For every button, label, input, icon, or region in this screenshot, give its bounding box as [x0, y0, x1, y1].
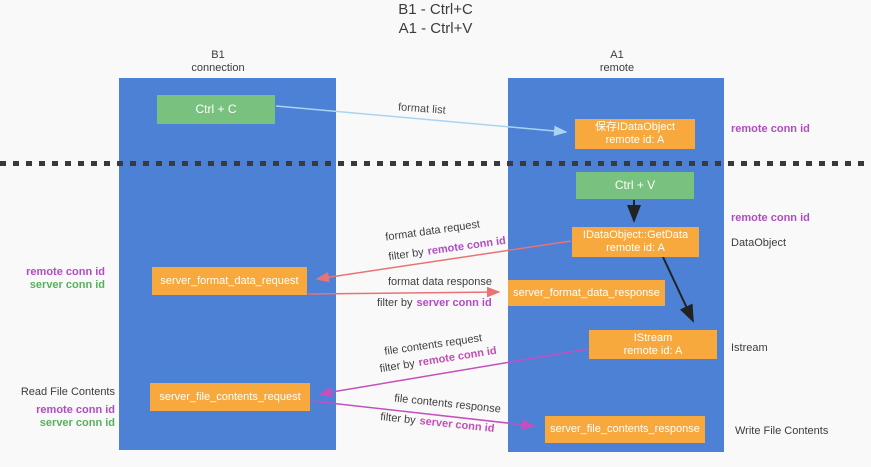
save-idataobject-line2: remote id: A [605, 134, 665, 146]
left-conn-id-labels-format: remote conn id server conn id [10, 266, 105, 292]
ctrl-v-box: Ctrl + V [576, 172, 694, 199]
server-format-data-request-label: server_format_data_request [160, 274, 299, 287]
istream-line1: IStream [633, 331, 673, 344]
remote-conn-id-label-mid: remote conn id [731, 212, 810, 224]
title-line-2: A1 - Ctrl+V [398, 20, 473, 37]
filter-by-text: filter by [377, 297, 413, 309]
ctrl-c-box: Ctrl + C [157, 95, 275, 124]
column-header-b1: B1 connection [118, 49, 318, 75]
read-file-contents-label: Read File Contents [20, 386, 115, 398]
left-conn-id-labels-file: Read File Contents remote conn id server… [5, 386, 115, 430]
dataobject-label: DataObject [731, 237, 787, 249]
file-contents-response-arrow-label: file contents response [393, 392, 502, 416]
format-list-arrow-label: format list [397, 101, 447, 117]
column-a1-role: remote [599, 62, 635, 74]
copy-paste-divider-dashed-line [0, 161, 871, 166]
format-data-response-filter-label: filter by server conn id [377, 297, 492, 309]
getdata-line2: remote id: A [606, 242, 665, 254]
format-data-response-arrow [307, 286, 501, 298]
title-line-1: B1 - Ctrl+C [398, 1, 473, 18]
remote-conn-id-label-left2: remote conn id [36, 404, 115, 416]
column-b1-name: B1 [211, 49, 225, 61]
istream-box: IStream remote id: A [589, 330, 717, 359]
diagram-title: B1 - Ctrl+C A1 - Ctrl+V [0, 0, 871, 38]
remote-conn-id-inline: remote conn id [426, 234, 507, 258]
server-file-contents-request-box: server_file_contents_request [150, 383, 310, 411]
server-format-data-response-box: server_format_data_response [508, 280, 665, 306]
column-b1-role: connection [191, 62, 245, 74]
idataobject-getdata-box: IDataObject::GetData remote id: A [572, 227, 699, 257]
server-conn-id-inline: server conn id [416, 297, 492, 309]
save-idataobject-line1: 保存IDataObject [594, 121, 676, 133]
server-file-contents-response-label: server_file_contents_response [550, 423, 700, 435]
filter-by-text: filter by [379, 411, 417, 427]
server-conn-id-label-left1: server conn id [29, 279, 105, 291]
column-header-a1: A1 remote [517, 49, 717, 75]
server-file-contents-request-label: server_file_contents_request [159, 390, 301, 403]
server-file-contents-response-box: server_file_contents_response [545, 416, 705, 443]
write-file-contents-label: Write File Contents [735, 425, 829, 437]
save-idataobject-box: 保存IDataObject remote id: A [575, 119, 695, 149]
format-data-response-arrow-label: format data response [388, 276, 492, 288]
remote-conn-id-label-left1: remote conn id [26, 266, 105, 278]
remote-conn-id-label-top: remote conn id [731, 123, 810, 135]
server-conn-id-inline: server conn id [418, 415, 495, 435]
server-format-data-response-label: server_format_data_response [513, 286, 660, 299]
ctrl-v-label: Ctrl + V [614, 178, 656, 192]
server-conn-id-label-left2: server conn id [39, 417, 115, 429]
file-contents-response-filter-label: filter by server conn id [380, 411, 495, 435]
filter-by-text: filter by [378, 357, 416, 376]
getdata-line1: IDataObject::GetData [582, 229, 689, 241]
istream-line2: remote id: A [623, 344, 683, 357]
istream-side-label: Istream [731, 342, 768, 354]
filter-by-text: filter by [387, 246, 425, 264]
server-format-data-request-box: server_format_data_request [152, 267, 307, 295]
ctrl-c-label: Ctrl + C [195, 102, 237, 116]
column-a1-name: A1 [610, 49, 624, 61]
